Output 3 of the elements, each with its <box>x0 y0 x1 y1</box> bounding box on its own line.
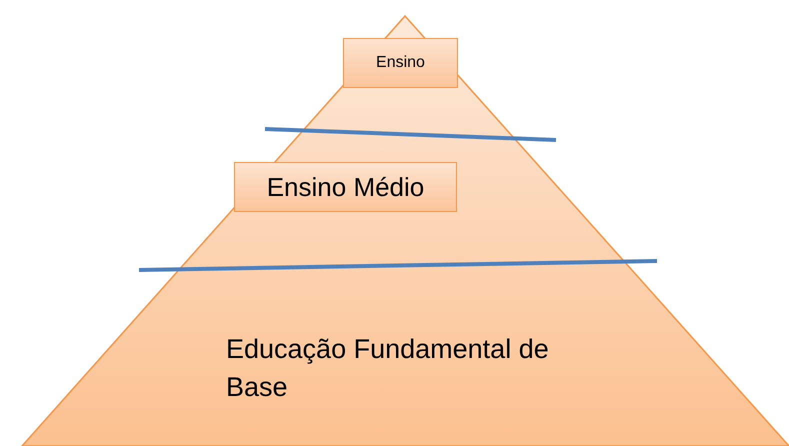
pyramid-label: Educação Fundamental de Base <box>226 333 550 404</box>
level-box: Ensino <box>343 38 458 88</box>
level-box: Ensino Médio <box>234 162 457 212</box>
